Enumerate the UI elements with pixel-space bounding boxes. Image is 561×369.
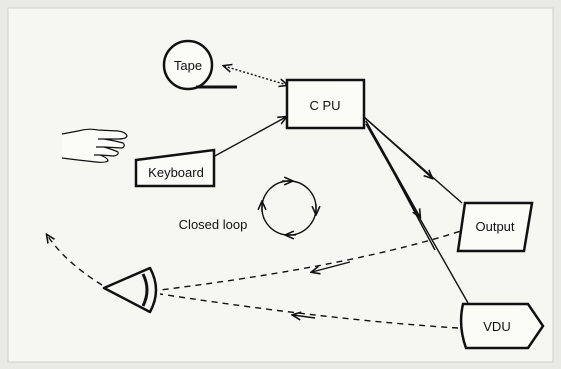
tape-reel [162,39,214,91]
keyboard-label: Keyboard [148,165,204,180]
output-eye-arrowhead-carrier [312,261,351,272]
cpu-vdu-link [365,123,469,304]
output-shape [456,201,534,253]
cpu-box [285,78,366,130]
vdu-label: VDU [483,319,510,334]
cpu-node: C PU [285,78,366,130]
feedback-lines [47,227,471,329]
output-eye-feedback [159,227,471,291]
output-label: Output [475,219,514,234]
keyboard-node: Keyboard [134,148,216,188]
eye-hand-feedback [47,235,103,286]
vdu-node: VDU [459,302,545,350]
output-node: Output [456,201,534,253]
vdu-shape [459,302,545,350]
connector-lines [212,66,469,304]
closed-loop-label: Closed loop [179,217,248,232]
eye-outline [102,266,158,314]
vdu-eye-feedback [159,293,459,329]
eye-pupil [141,273,149,307]
cpu-output-arrow-2 [365,120,420,217]
tape-cpu-link [224,66,287,85]
cpu-label: C PU [309,98,340,113]
keyboard-cpu-link [212,117,286,158]
tape-node: Tape [162,39,237,91]
cpu-output-arrow-1 [363,116,432,178]
tape-label: Tape [174,58,202,73]
hand-icon [61,128,128,163]
vdu-eye-arrowhead-carrier [293,315,316,318]
eye-icon [102,266,158,314]
keyboard-shape [134,148,216,188]
hand-outline [61,128,128,163]
hand-finger-lines [94,138,104,156]
closed-loop-icon [262,181,316,235]
